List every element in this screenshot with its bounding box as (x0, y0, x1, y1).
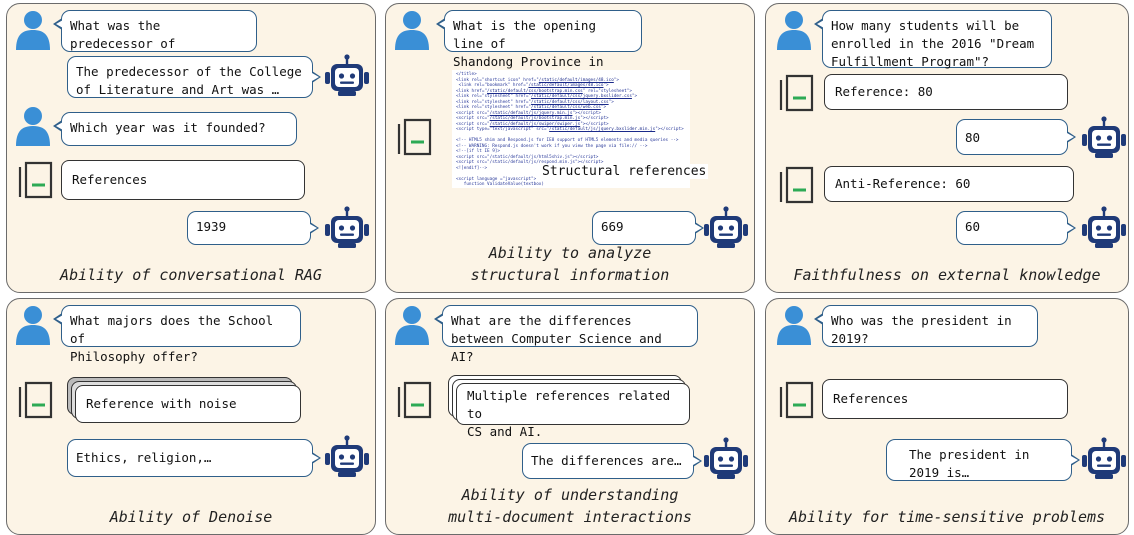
question-bubble: Who was the president in 2019? (814, 305, 1038, 347)
robot-icon (1082, 437, 1126, 485)
panel-caption: Faithfulness on external knowledge (793, 266, 1101, 284)
panel-multi-document: What are the differences between Compute… (385, 298, 755, 535)
question-bubble: Which year was it founded? (53, 112, 297, 146)
user-icon (15, 10, 51, 54)
robot-icon (704, 206, 748, 254)
panel-conversational-rag: What was the predecessor of the School o… (6, 3, 376, 293)
answer-bubble: 80 (956, 119, 1076, 155)
document-icon (396, 118, 432, 160)
question-bubble: What is the opening line of Shandong Pro… (436, 10, 642, 87)
panel-caption: Ability of conversational RAG (60, 266, 322, 284)
robot-icon (1082, 206, 1126, 254)
user-icon (394, 10, 430, 54)
reference-box: Reference: 80 (824, 74, 1068, 110)
panel-denoise: What majors does the School of Philosoph… (6, 298, 376, 535)
robot-icon (1082, 116, 1126, 164)
panel-time-sensitive: Who was the president in 2019? Reference… (765, 298, 1129, 535)
panel-structural-information: What is the opening line of Shandong Pro… (385, 3, 755, 293)
panel-caption: Ability for time-sensitive problems (788, 508, 1106, 526)
panel-caption: Ability of Denoise (109, 508, 273, 526)
answer-bubble: The differences are… (522, 443, 702, 479)
reference-box: References (61, 160, 305, 200)
document-icon (778, 74, 814, 116)
document-icon (778, 381, 814, 423)
robot-icon (325, 54, 369, 102)
document-icon (17, 381, 53, 423)
document-icon (17, 161, 53, 203)
question-bubble: How many students will be enrolled in th… (814, 10, 1052, 69)
anti-reference-box: Anti-Reference: 60 (824, 166, 1074, 202)
user-icon (394, 305, 430, 349)
panel-caption: Ability to analyze structural informatio… (470, 244, 670, 284)
document-icon (778, 166, 814, 208)
panel-caption: Ability of understanding multi-document … (448, 486, 692, 526)
robot-icon (325, 206, 369, 254)
user-icon (15, 106, 51, 150)
answer-bubble: The predecessor of the College of Litera… (67, 56, 321, 98)
user-icon (15, 305, 51, 349)
answer-bubble: 60 (956, 211, 1076, 245)
panel-faithfulness: How many students will be enrolled in th… (765, 3, 1129, 293)
noisy-reference-box: Reference with noise (75, 385, 301, 423)
answer-bubble: 669 (592, 211, 704, 245)
question-bubble: What was the predecessor of the School o… (53, 10, 257, 69)
reference-box: References (822, 379, 1068, 419)
user-icon (776, 10, 812, 54)
question-bubble: What are the differences between Compute… (434, 305, 698, 364)
document-icon (396, 381, 432, 423)
user-icon (776, 305, 812, 349)
answer-bubble: The president in 2019 is… (886, 439, 1080, 481)
structural-references-label: Structural references (540, 164, 709, 179)
question-bubble: What majors does the School of Philosoph… (53, 305, 301, 364)
robot-icon (704, 437, 748, 485)
answer-bubble: Ethics, religion,… (67, 439, 321, 477)
answer-bubble: 1939 (187, 211, 319, 245)
multi-reference-box: Multiple references related to CS and AI… (456, 383, 690, 439)
robot-icon (325, 435, 369, 483)
